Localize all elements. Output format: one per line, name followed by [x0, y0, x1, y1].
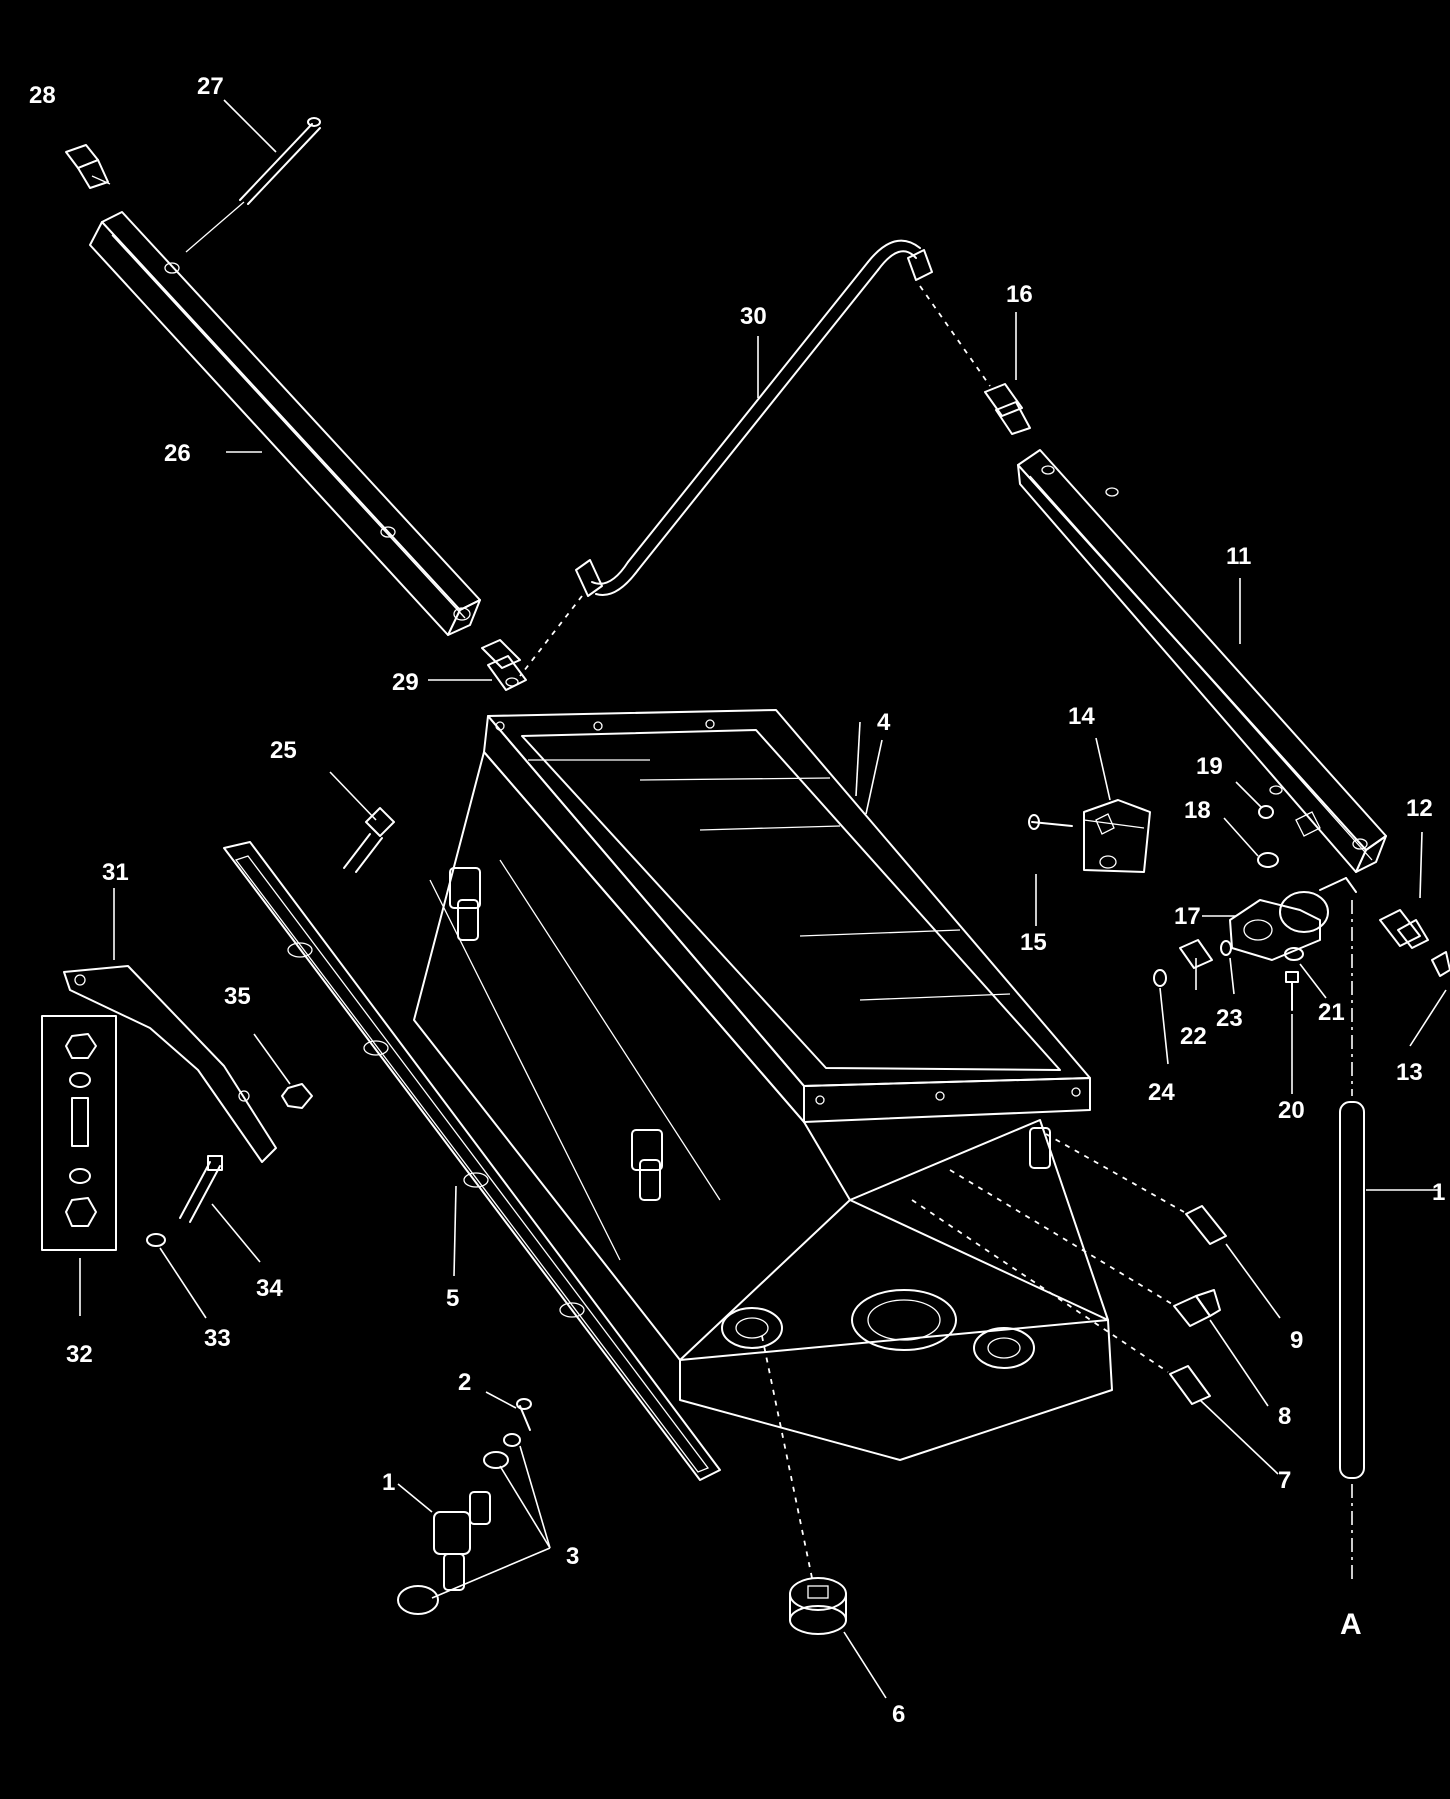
- stud-34: [179, 1155, 223, 1223]
- vent-tube: [1339, 900, 1365, 1584]
- callout-19: 19: [1196, 753, 1223, 780]
- nut-35: [281, 1083, 313, 1109]
- screw-2: [516, 1398, 532, 1431]
- callout-21: 21: [1318, 999, 1345, 1026]
- callout-18: 18: [1184, 797, 1211, 824]
- plug: [761, 1335, 847, 1635]
- callout-16: 16: [1006, 281, 1033, 308]
- callout-6: 6: [892, 1701, 905, 1728]
- callout-27: 27: [197, 73, 224, 100]
- callout-4: 4: [877, 709, 891, 736]
- fitting-9: [1045, 1133, 1227, 1245]
- callout-12: 12: [1406, 795, 1433, 822]
- callout-35: 35: [224, 983, 251, 1010]
- sensor-bracket: [1083, 799, 1151, 873]
- rail-bolt: [185, 117, 321, 253]
- intake-plenum: [413, 709, 1113, 1461]
- callout-30: 30: [740, 303, 767, 330]
- leader-lines: [79, 99, 1447, 1699]
- fuel-rail-left: [89, 211, 481, 636]
- callout-7: 7: [1278, 1467, 1291, 1494]
- fitting-13: [1431, 951, 1450, 977]
- fitting-12: [1379, 909, 1429, 949]
- pressure-regulator: [1229, 877, 1357, 961]
- callout-5: 5: [446, 1285, 459, 1312]
- hardware-kit: [41, 1015, 117, 1251]
- callout-9: 9: [1290, 1327, 1303, 1354]
- callout-2: 2: [458, 1369, 471, 1396]
- washer-33: [146, 1233, 166, 1247]
- callout-1: 1: [382, 1469, 395, 1496]
- seals-3: [483, 1433, 521, 1469]
- callout-3: 3: [566, 1543, 579, 1570]
- callout-29: 29: [392, 669, 419, 696]
- rail-fitting: [481, 639, 527, 691]
- plenum-bolt: [343, 807, 395, 873]
- regulator-small-parts: [1153, 805, 1304, 1011]
- callout-15: 15: [1020, 929, 1047, 956]
- callout-11: 11: [1226, 543, 1251, 570]
- callout-32: 32: [66, 1341, 93, 1368]
- gasket: [223, 841, 721, 1481]
- fuel-injector: [397, 1491, 491, 1615]
- callout-34: 34: [256, 1275, 283, 1302]
- callout-28: 28: [29, 82, 56, 109]
- callout-labels: 28 27 26 30 16 29 11 4 14 25 19 18 12 17…: [29, 73, 1445, 1728]
- callout-33: 33: [204, 1325, 231, 1352]
- mount-bracket: [63, 965, 277, 1163]
- callout-31: 31: [102, 859, 129, 886]
- callout-20: 20: [1278, 1097, 1305, 1124]
- bracket-screw: [1028, 814, 1073, 830]
- callout-23: 23: [1216, 1005, 1243, 1032]
- callout-13: 13: [1396, 1059, 1423, 1086]
- callout-25: 25: [270, 737, 297, 764]
- fuel-rail-right: [1017, 449, 1387, 873]
- callout-26: 26: [164, 440, 191, 467]
- callout-17: 17: [1174, 903, 1201, 930]
- callout-10: 1: [1432, 1179, 1445, 1206]
- fuel-line: [519, 239, 991, 677]
- callout-24: 24: [1148, 1079, 1175, 1106]
- fitting-8: [949, 1169, 1221, 1327]
- fitting-7: [911, 1199, 1211, 1405]
- callout-8: 8: [1278, 1403, 1291, 1430]
- callout-A: A: [1340, 1608, 1362, 1641]
- elbow-fitting: [65, 144, 111, 189]
- fuel-fitting-top: [984, 383, 1031, 435]
- callout-22: 22: [1180, 1023, 1207, 1050]
- callout-14: 14: [1068, 703, 1095, 730]
